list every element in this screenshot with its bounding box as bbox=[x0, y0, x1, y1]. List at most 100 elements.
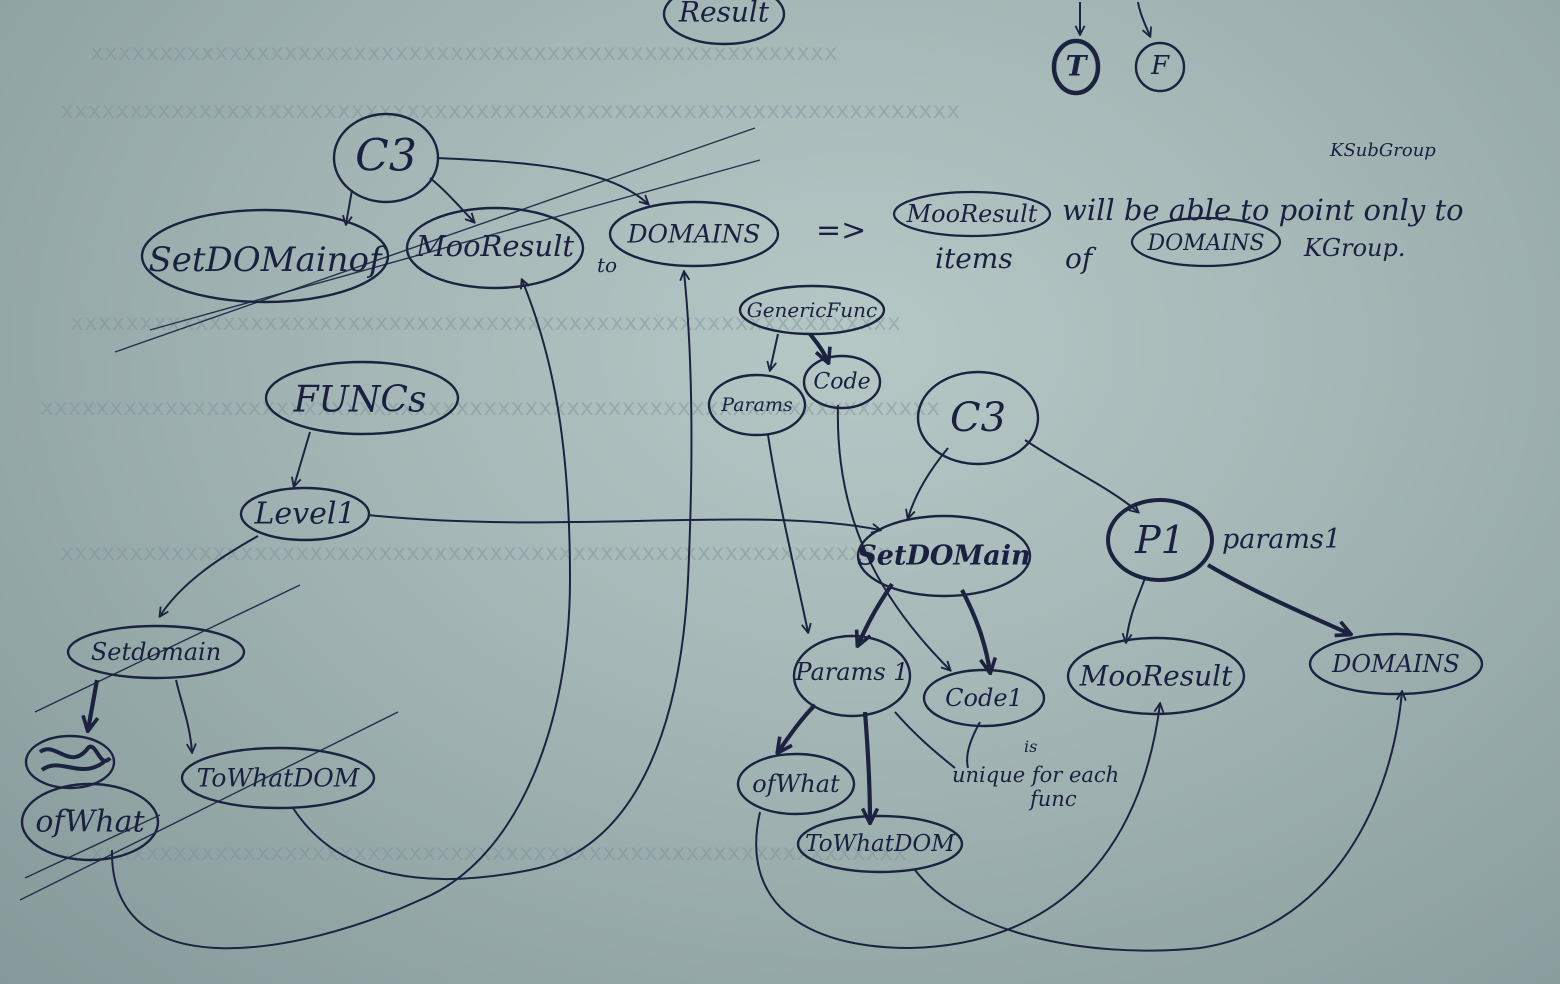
label-to: to bbox=[597, 253, 617, 277]
svg-text:SetDOMain: SetDOMain bbox=[857, 541, 1030, 572]
edge-funcs-to-level1 bbox=[294, 431, 311, 486]
svg-text:SetDOMainof: SetDOMainof bbox=[148, 240, 387, 280]
node-mooresult-right: MooResult bbox=[1066, 636, 1246, 716]
svg-text:xxxxxxxxxxxxxxxxxxxxxxxxxxxxxx: xxxxxxxxxxxxxxxxxxxxxxxxxxxxxxxxxxxxxxxx… bbox=[40, 395, 940, 421]
node-code-small: Code bbox=[802, 354, 882, 410]
svg-text:F: F bbox=[1150, 51, 1170, 81]
node-ofwhat-center: ofWhat bbox=[736, 752, 856, 816]
node-level1: Level1 bbox=[239, 486, 371, 542]
edge-params1-to-unique bbox=[894, 711, 956, 769]
svg-text:MooResult: MooResult bbox=[415, 229, 574, 263]
edge-ofwhat-to-mooresult-top bbox=[110, 280, 572, 950]
node-t: T bbox=[1051, 38, 1101, 96]
node-setdomain-left: Setdomain bbox=[66, 624, 246, 680]
svg-text:Code1: Code1 bbox=[945, 684, 1023, 712]
node-towhatdom-left: ToWhatDOM bbox=[180, 746, 376, 810]
svg-text:xxxxxxxxxxxxxxxxxxxxxxxxxxxxxx: xxxxxxxxxxxxxxxxxxxxxxxxxxxxxxxxxxxxxxxx… bbox=[60, 540, 891, 566]
note-line2-items: items bbox=[935, 242, 1013, 275]
note-line1: will be able to point only to bbox=[1062, 193, 1464, 227]
svg-text:ToWhatDOM: ToWhatDOM bbox=[197, 764, 361, 793]
edge-params1-to-ofwhat bbox=[778, 703, 817, 752]
svg-text:C3: C3 bbox=[355, 131, 417, 182]
edge-towhatdom-to-domains-right bbox=[914, 692, 1402, 952]
svg-text:T: T bbox=[1066, 50, 1089, 83]
edge-level1-to-setdomain-center bbox=[367, 514, 880, 530]
node-result: Result bbox=[662, 0, 786, 46]
note-word-mooresult: MooResult bbox=[906, 200, 1038, 228]
edge-setdomain-to-code1 bbox=[960, 589, 990, 672]
edge-p1-to-domains bbox=[1206, 563, 1350, 634]
svg-text:ofWhat: ofWhat bbox=[752, 770, 840, 798]
svg-text:DOMAINS: DOMAINS bbox=[1331, 650, 1460, 678]
node-domains-top: DOMAINS bbox=[608, 200, 780, 268]
note-line2-end: KGroup. bbox=[1303, 234, 1405, 262]
svg-text:FUNCs: FUNCs bbox=[293, 380, 427, 421]
svg-text:Setdomain: Setdomain bbox=[91, 638, 221, 666]
edge-c3-to-mooresult bbox=[429, 177, 474, 222]
node-domains-right: DOMAINS bbox=[1308, 632, 1484, 696]
edge-setdomain-to-towhatdom bbox=[175, 679, 192, 752]
label-unique-a: is bbox=[1024, 737, 1037, 756]
edge-setdomain-to-struck bbox=[88, 679, 97, 730]
node-setdomain-center: SetDOMain bbox=[856, 514, 1032, 598]
node-mooresult-top: MooResult bbox=[405, 206, 585, 290]
edge-setdomain-to-params1 bbox=[858, 582, 894, 645]
svg-text:xxxxxxxxxxxxxxxxxxxxxxxxxxxxxx: xxxxxxxxxxxxxxxxxxxxxxxxxxxxxxxxxxxxxxxx… bbox=[60, 98, 960, 124]
svg-text:C3: C3 bbox=[950, 395, 1006, 441]
svg-text:xxxxxxxxxxxxxxxxxxxxxxxxxxxxxx: xxxxxxxxxxxxxxxxxxxxxxxxxxxxxxxxxxxxxxxx… bbox=[90, 840, 907, 866]
node-genericfunc: GenericFunc bbox=[738, 284, 886, 336]
label-unique-b: unique for each bbox=[952, 763, 1119, 787]
note-superscript: KSubGroup bbox=[1329, 140, 1436, 161]
edge-p1-to-mooresult bbox=[1126, 577, 1146, 642]
svg-text:P1: P1 bbox=[1134, 518, 1185, 562]
node-c3-right: C3 bbox=[916, 370, 1040, 466]
edge-code-to-code1 bbox=[836, 404, 950, 670]
note-domains-ring bbox=[1130, 216, 1282, 268]
node-ofwhat-left: ofWhat bbox=[20, 782, 160, 862]
edge-level1-to-setdomain bbox=[160, 535, 259, 616]
edge-params1-to-towhatdom bbox=[865, 711, 870, 822]
note-block: KSubGroup => MooResult will be able to p… bbox=[816, 140, 1464, 275]
edge-params-to-params1 bbox=[767, 434, 808, 632]
svg-text:ToWhatDOM: ToWhatDOM bbox=[805, 831, 956, 857]
note-arrow: => bbox=[816, 213, 866, 248]
print-bleed-through: xxxxxxxxxxxxxxxxxxxxxxxxxxxxxxxxxxxxxxxx… bbox=[40, 40, 960, 866]
svg-text:ofWhat: ofWhat bbox=[35, 805, 145, 840]
note-line2-of: of bbox=[1065, 242, 1097, 275]
edge-c3-to-setdomain-center bbox=[908, 447, 949, 518]
svg-text:Code: Code bbox=[813, 370, 870, 395]
edge-top-arrow-to-f bbox=[1137, 1, 1150, 36]
node-code1: Code1 bbox=[922, 668, 1046, 728]
svg-text:MooResult: MooResult bbox=[1079, 660, 1233, 693]
edge-towhatdom-to-domains-top bbox=[292, 272, 693, 881]
edge-c3-to-p1 bbox=[1024, 439, 1138, 512]
svg-text:Params 1: Params 1 bbox=[794, 658, 908, 686]
edges bbox=[88, 1, 1402, 952]
label-params1: params1 bbox=[1222, 524, 1341, 555]
svg-text:DOMAINS: DOMAINS bbox=[626, 220, 760, 249]
node-setdomainof: SetDOMainof bbox=[140, 208, 390, 304]
node-params1: Params 1 bbox=[792, 634, 912, 718]
edge-code1-to-unique bbox=[966, 721, 981, 769]
edge-genericfunc-to-params bbox=[770, 333, 779, 370]
svg-text:GenericFunc: GenericFunc bbox=[747, 298, 878, 322]
edge-ofwhat-to-mooresult-right bbox=[755, 704, 1160, 950]
edge-genericfunc-to-code bbox=[808, 332, 828, 362]
label-unique-c: func bbox=[1028, 787, 1077, 811]
edge-c3-to-setdomainof bbox=[346, 189, 353, 224]
svg-text:Params: Params bbox=[720, 394, 793, 416]
svg-text:Result: Result bbox=[678, 0, 770, 29]
node-struck-left bbox=[24, 734, 116, 790]
note-word-domains: DOMAINS bbox=[1146, 231, 1264, 256]
node-f: F bbox=[1134, 41, 1186, 93]
note-mooresult-ring bbox=[892, 190, 1052, 238]
node-towhatdom-center: ToWhatDOM bbox=[796, 814, 964, 874]
svg-text:Level1: Level1 bbox=[253, 497, 355, 532]
edge-c3-to-domains bbox=[436, 157, 648, 204]
node-funcs: FUNCs bbox=[264, 360, 460, 436]
node-c3-top: C3 bbox=[332, 112, 440, 204]
node-p1: P1 bbox=[1106, 498, 1214, 582]
node-params-small: Params bbox=[707, 373, 807, 437]
